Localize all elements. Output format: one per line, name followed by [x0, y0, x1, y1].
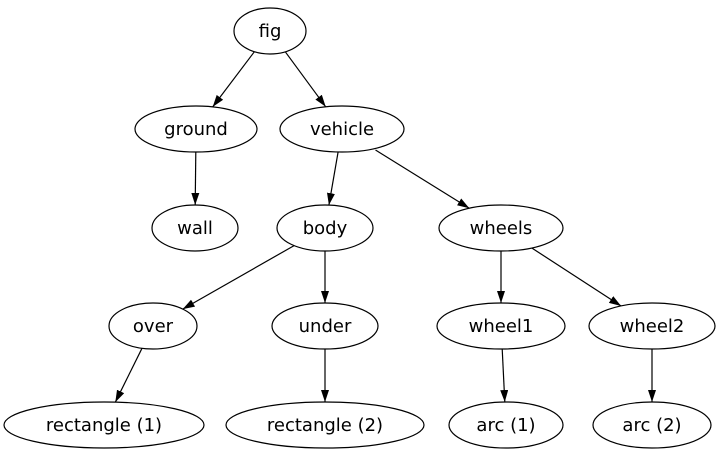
node-ground-label: ground [164, 119, 228, 140]
node-arc1-label: arc (1) [476, 415, 535, 436]
node-wheels-ellipse [438, 204, 564, 252]
node-over-label: over [133, 316, 174, 337]
node-fig-label: fig [259, 21, 282, 42]
node-wheels: wheels [438, 204, 564, 252]
node-body-ellipse [276, 204, 374, 252]
edge-body-over [182, 245, 295, 310]
node-wall: wall [151, 204, 239, 252]
node-arc1-ellipse [448, 401, 564, 449]
edge-vehicle-body [327, 151, 339, 206]
node-arc2-label: arc (2) [622, 415, 681, 436]
node-rectangle1: rectangle (1) [3, 401, 205, 449]
node-body: body [276, 204, 374, 252]
node-wheels-label: wheels [470, 218, 533, 239]
edge-wheels-wheel2 [531, 247, 622, 307]
node-wall-label: wall [177, 218, 213, 239]
node-wheel1-label: wheel1 [469, 316, 534, 337]
node-under: under [271, 302, 379, 350]
node-wheel1-ellipse [436, 302, 566, 350]
node-vehicle-label: vehicle [310, 119, 374, 140]
node-fig-ellipse [233, 7, 307, 55]
edge-fig-ground [212, 51, 255, 108]
node-over: over [108, 302, 198, 350]
node-arc1: arc (1) [448, 401, 564, 449]
node-arc2: arc (2) [592, 401, 712, 449]
edge-ground-wall [191, 151, 200, 206]
edge-over-rectangle1 [114, 348, 143, 403]
node-wall-ellipse [151, 204, 239, 252]
node-vehicle: vehicle [279, 105, 405, 153]
node-vehicle-ellipse [279, 105, 405, 153]
node-over-ellipse [108, 302, 198, 350]
node-under-label: under [299, 316, 352, 337]
node-under-ellipse [271, 302, 379, 350]
node-ground-ellipse [134, 105, 258, 153]
node-wheel2: wheel2 [588, 302, 716, 350]
edge-fig-vehicle [284, 51, 327, 108]
node-ground: ground [134, 105, 258, 153]
edge-wheel1-arc1 [500, 348, 509, 403]
node-arc2-ellipse [592, 401, 712, 449]
node-rectangle2-ellipse [225, 401, 425, 449]
node-wheel2-label: wheel2 [620, 316, 685, 337]
node-rectangle2: rectangle (2) [225, 401, 425, 449]
node-rectangle1-label: rectangle (1) [46, 415, 162, 436]
node-rectangle1-ellipse [3, 401, 205, 449]
node-rectangle2-label: rectangle (2) [267, 415, 383, 436]
node-fig: fig [233, 7, 307, 55]
node-body-label: body [303, 218, 348, 239]
node-wheel1: wheel1 [436, 302, 566, 350]
edge-vehicle-wheels [375, 149, 470, 209]
node-wheel2-ellipse [588, 302, 716, 350]
